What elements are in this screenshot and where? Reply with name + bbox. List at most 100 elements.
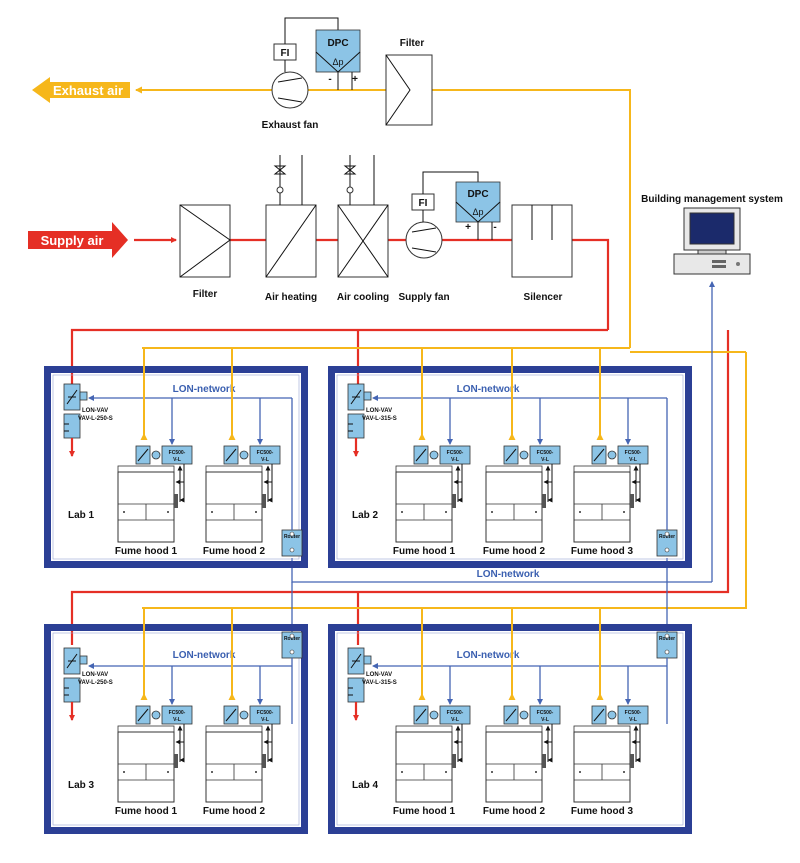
bms-label: Building management system xyxy=(641,194,783,205)
exhaust-air-label: Exhaust air xyxy=(53,83,123,98)
fc500-controller xyxy=(161,445,193,465)
exhaust-plus-label: + xyxy=(352,74,358,85)
supply-air-arrow xyxy=(28,222,128,258)
exhaust-filter-label: Filter xyxy=(400,38,425,49)
lab-name: Lab 3 xyxy=(68,780,95,791)
controller-label-line1: FC500- xyxy=(625,450,642,456)
sash-sensor-icon xyxy=(174,754,178,768)
fume-hood-label: Fume hood 1 xyxy=(115,546,178,557)
fume-hood-1: FC500-V-L Fume hood 1 xyxy=(115,348,193,557)
vav-label-line2: VAV-L-250-S xyxy=(78,416,113,422)
lon-network-label: LON-network xyxy=(457,650,520,661)
sash-sensor-icon xyxy=(542,494,546,508)
controller-label-line1: FC500- xyxy=(169,710,186,716)
lab-name: Lab 4 xyxy=(352,780,379,791)
controller-label-line1: FC500- xyxy=(169,450,186,456)
lab-border xyxy=(328,366,692,568)
controller-label-line1: FC500- xyxy=(257,710,274,716)
router-label: Router xyxy=(284,534,300,540)
exhaust-air-arrow xyxy=(32,77,130,103)
fume-hood-label: Fume hood 2 xyxy=(203,546,266,557)
fume-hood-2: FC500-V-L Fume hood 2 xyxy=(203,608,281,817)
fc500-controller xyxy=(529,705,561,725)
fume-hood-label: Fume hood 2 xyxy=(483,546,546,557)
sash-sensor-icon xyxy=(542,754,546,768)
air-cooling-label: Air cooling xyxy=(337,292,389,303)
actuator-icon xyxy=(429,710,439,720)
controller-label-line1: FC500- xyxy=(257,450,274,456)
lon-network-label: LON-network xyxy=(173,384,236,395)
lab-border xyxy=(328,624,692,834)
vav-actuator-icon xyxy=(79,655,88,665)
fc500-controller xyxy=(249,705,281,725)
controller-label-line2: V-L xyxy=(261,457,269,463)
controller-label-line2: V-L xyxy=(173,717,181,723)
fume-hood-label: Fume hood 3 xyxy=(571,546,634,557)
lab-name: Lab 2 xyxy=(352,510,379,521)
exhaust-dpc-label: DPC xyxy=(327,38,348,49)
supply-dpc-label: DPC xyxy=(467,189,488,200)
controller-label-line1: FC500- xyxy=(447,450,464,456)
lab-border xyxy=(44,624,308,834)
fume-hood-2: FC500-V-L Fume hood 2 xyxy=(483,608,561,817)
vav-actuator-icon xyxy=(363,655,372,665)
controller-label-line1: FC500- xyxy=(537,450,554,456)
supply-dp-label: Δp xyxy=(472,207,483,217)
actuator-icon xyxy=(607,710,617,720)
controller-label-line2: V-L xyxy=(541,457,549,463)
silencer-label: Silencer xyxy=(524,292,563,303)
vav-label-line1: LON-VAV xyxy=(82,672,108,678)
vav-actuator-icon xyxy=(79,391,88,401)
fc500-controller xyxy=(439,705,471,725)
lab-name: Lab 1 xyxy=(68,510,95,521)
supply-fi-label: FI xyxy=(419,198,428,209)
vav-label-line1: LON-VAV xyxy=(366,408,392,414)
fume-hood-2: FC500-V-L Fume hood 2 xyxy=(483,348,561,557)
fume-hood-label: Fume hood 2 xyxy=(203,806,266,817)
router-label: Router xyxy=(284,636,300,642)
controller-label-line2: V-L xyxy=(629,717,637,723)
actuator-icon xyxy=(429,450,439,460)
vav-label-line2: VAV-L-315-S xyxy=(362,680,397,686)
actuator-icon xyxy=(239,450,249,460)
controller-label-line1: FC500- xyxy=(537,710,554,716)
vav-actuator-icon xyxy=(363,391,372,401)
air-heating-label: Air heating xyxy=(265,292,317,303)
sash-sensor-icon xyxy=(630,494,634,508)
sash-sensor-icon xyxy=(452,494,456,508)
fc500-controller xyxy=(617,445,649,465)
fc500-controller xyxy=(249,445,281,465)
actuator-icon xyxy=(519,450,529,460)
controller-label-line2: V-L xyxy=(173,457,181,463)
exhaust-fi-label: FI xyxy=(281,48,290,59)
sash-sensor-icon xyxy=(630,754,634,768)
supply-plus-label: + xyxy=(465,222,471,233)
supply-filter-icon xyxy=(179,204,231,278)
lon-network-label: LON-network xyxy=(173,650,236,661)
actuator-icon xyxy=(607,450,617,460)
actuator-icon xyxy=(151,710,161,720)
fume-hood-1: FC500-V-L Fume hood 1 xyxy=(115,608,193,817)
controller-label-line2: V-L xyxy=(629,457,637,463)
controller-label-line2: V-L xyxy=(261,717,269,723)
fume-hood-label: Fume hood 2 xyxy=(483,806,546,817)
fume-hood-label: Fume hood 1 xyxy=(393,806,456,817)
lab-border xyxy=(44,366,308,568)
supply-air-label: Supply air xyxy=(41,233,104,248)
exhaust-fan-icon xyxy=(271,71,309,109)
exhaust-dpc-box xyxy=(315,29,361,73)
sash-sensor-icon xyxy=(452,754,456,768)
vav-label-line2: VAV-L-250-S xyxy=(78,680,113,686)
controller-label-line1: FC500- xyxy=(447,710,464,716)
fume-hood-label: Fume hood 1 xyxy=(115,806,178,817)
router-label: Router xyxy=(659,636,675,642)
fume-hood-2: FC500-V-L Fume hood 2 xyxy=(203,348,281,557)
fume-hood-label: Fume hood 1 xyxy=(393,546,456,557)
controller-label-line2: V-L xyxy=(541,717,549,723)
